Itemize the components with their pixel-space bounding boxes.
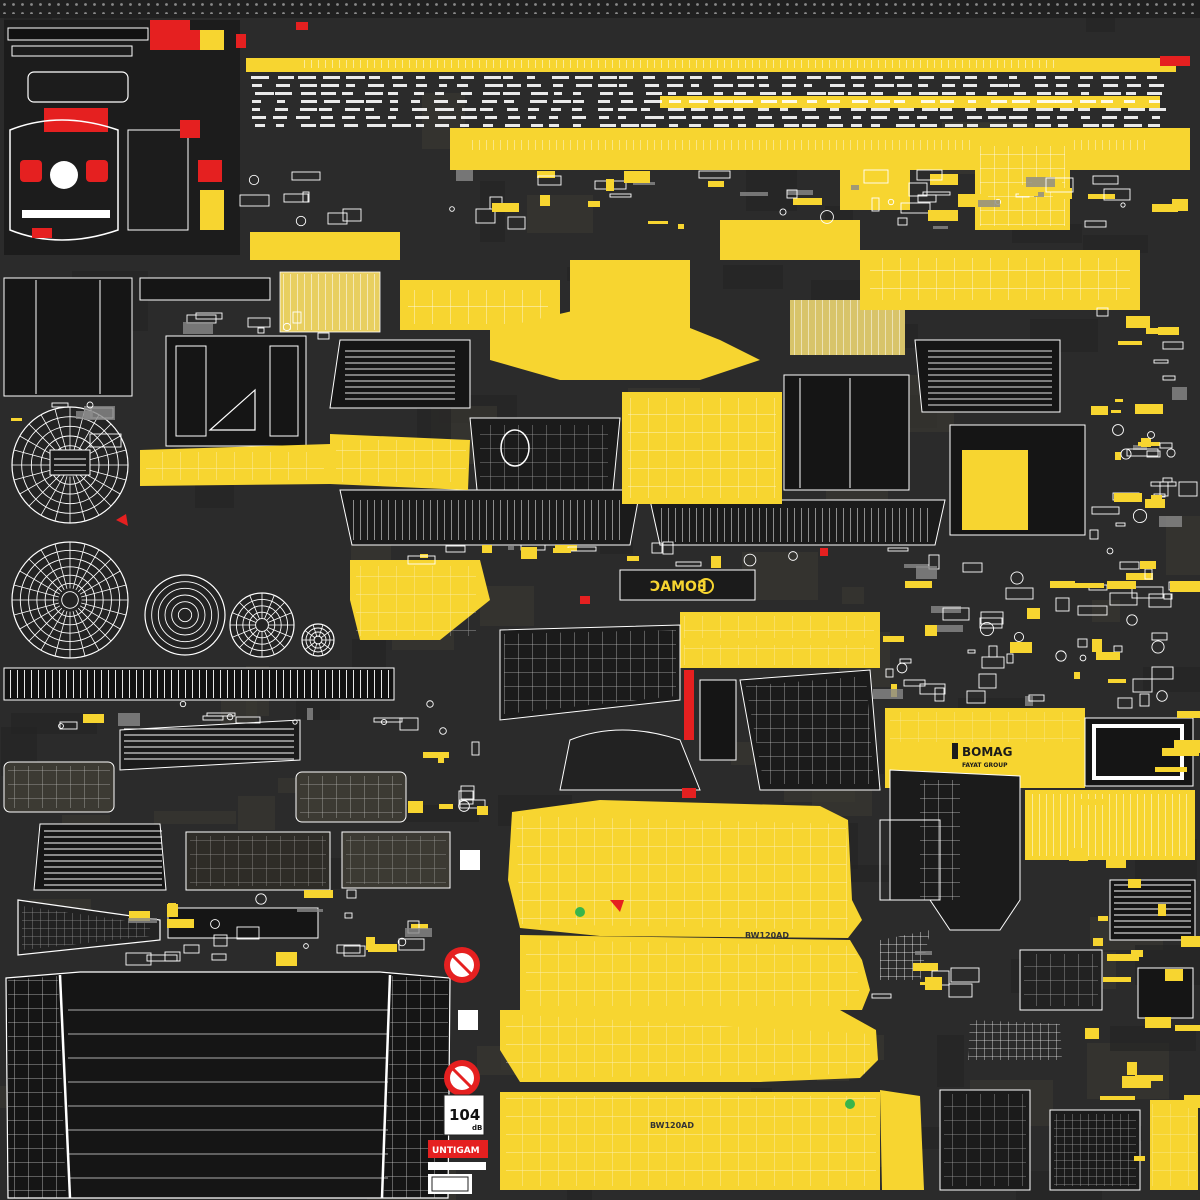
top-left-panel [4,20,240,255]
bomag-logo-icon [698,578,714,594]
mid-center-wire [499,624,881,791]
detail-rows [251,76,1166,127]
right-lower-panels [879,769,1198,1191]
left-black-tiles [3,277,307,447]
wheel-drums [11,406,335,659]
brand-strip-text: UNTIGAM [432,1146,480,1156]
bomag-logo-text: BOMAG [962,745,1012,759]
hood-panel [5,971,451,1199]
sticker-column: 104 dB UNTIGAM [428,850,488,1194]
top-yellow-band [246,58,1190,170]
mid-left-panels [3,719,451,956]
bottom-yellow-body: BW120AD BW120AD [500,800,924,1190]
bomag-board: BOMAG FAYAT GROUP [885,708,1195,860]
model-code-1: BW120AD [745,931,789,940]
noise-level-unit: dB [472,1124,482,1132]
ladder-strip [3,667,395,701]
upper-yellow-parts [250,140,1140,380]
noise-level-number: 104 [449,1106,480,1124]
red-marks [116,20,1190,798]
scatter-details [11,169,1200,1161]
bomag-strip: ƆAMOƎ [619,569,880,668]
center-box-parts [329,339,1086,546]
model-code-2: BW120AD [650,1121,694,1130]
mid-yellow-panels [140,392,782,640]
bomag-mirrored-text: ƆAMOƎ [650,579,707,595]
fayat-group-text: FAYAT GROUP [962,762,1008,769]
